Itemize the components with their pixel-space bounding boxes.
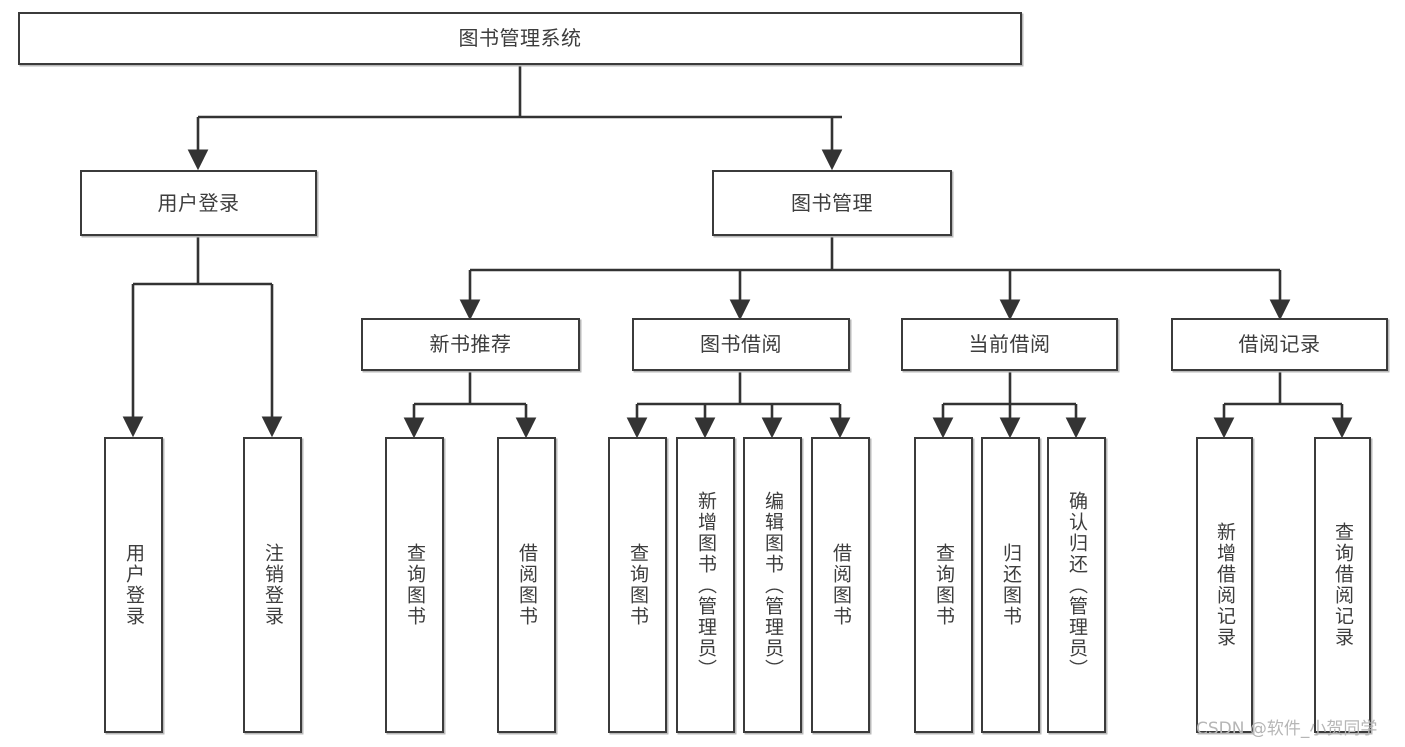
node-root-system[interactable]: 图书管理系统 <box>18 12 1022 65</box>
leaf-user-login-logout[interactable]: 注销登录 <box>243 437 302 733</box>
node-label: 用户登录 <box>157 190 240 215</box>
node-book-borrow[interactable]: 图书借阅 <box>632 318 850 371</box>
node-new-book-recommend[interactable]: 新书推荐 <box>361 318 580 371</box>
node-label: 注销登录 <box>262 543 284 627</box>
node-label: 查询借阅记录 <box>1332 522 1354 648</box>
node-label: 图书管理系统 <box>458 26 582 50</box>
node-label: 借阅记录 <box>1238 332 1321 356</box>
node-book-management[interactable]: 图书管理 <box>712 170 952 236</box>
node-label: 借阅图书 <box>516 543 538 627</box>
node-label: 图书管理 <box>791 190 873 215</box>
leaf-new-book-query-book[interactable]: 查询图书 <box>385 437 444 733</box>
leaf-book-borrow-borrow-book[interactable]: 借阅图书 <box>811 437 870 733</box>
node-label: 查询图书 <box>627 543 649 627</box>
leaf-current-borrow-query-book[interactable]: 查询图书 <box>914 437 973 733</box>
leaf-user-login-login[interactable]: 用户登录 <box>104 437 163 733</box>
node-label: 编辑图书（管理员） <box>762 490 784 680</box>
leaf-new-book-borrow-book[interactable]: 借阅图书 <box>497 437 556 733</box>
node-label: 新增图书（管理员） <box>695 490 717 680</box>
leaf-book-borrow-edit-book-admin[interactable]: 编辑图书（管理员） <box>743 437 802 733</box>
node-label: 借阅图书 <box>830 543 852 627</box>
leaf-book-borrow-query-book[interactable]: 查询图书 <box>608 437 667 733</box>
leaf-current-borrow-return-book[interactable]: 归还图书 <box>981 437 1040 733</box>
leaf-borrow-records-query-record[interactable]: 查询借阅记录 <box>1314 437 1371 733</box>
node-label: 查询图书 <box>404 543 426 627</box>
node-label: 图书借阅 <box>700 332 782 356</box>
node-label: 新书推荐 <box>429 332 512 356</box>
node-label: 归还图书 <box>1000 543 1022 627</box>
node-label: 查询图书 <box>933 543 955 627</box>
node-label: 确认归还（管理员） <box>1066 490 1088 680</box>
node-current-borrow[interactable]: 当前借阅 <box>901 318 1118 371</box>
node-label: 用户登录 <box>123 543 145 627</box>
leaf-borrow-records-add-record[interactable]: 新增借阅记录 <box>1196 437 1253 733</box>
leaf-current-borrow-confirm-return-admin[interactable]: 确认归还（管理员） <box>1047 437 1106 733</box>
leaf-book-borrow-add-book-admin[interactable]: 新增图书（管理员） <box>676 437 735 733</box>
node-label: 新增借阅记录 <box>1214 522 1236 648</box>
node-borrow-records[interactable]: 借阅记录 <box>1171 318 1388 371</box>
node-user-login[interactable]: 用户登录 <box>80 170 317 236</box>
csdn-watermark: CSDN @软件_小贺同学 <box>1196 719 1378 739</box>
node-label: 当前借阅 <box>968 332 1051 356</box>
